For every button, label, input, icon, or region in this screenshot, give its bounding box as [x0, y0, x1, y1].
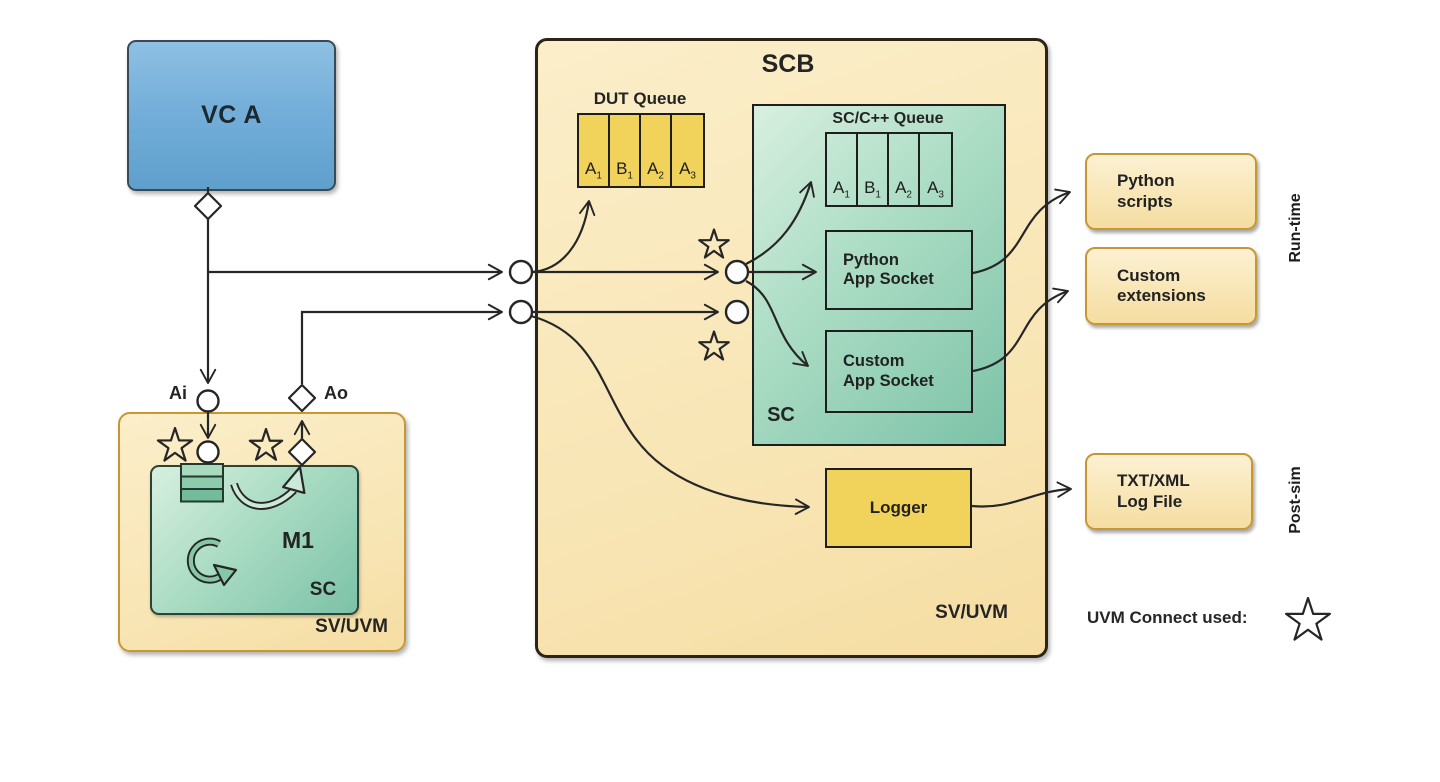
- ai-port-circle: [196, 389, 220, 413]
- uvm-connect-legend-star-icon: [1286, 598, 1330, 640]
- arrow-ao-to-scb: [300, 303, 503, 384]
- sc-queue-cell: A1: [827, 134, 859, 205]
- sc-region-label: SC: [767, 404, 795, 426]
- log-file-box: TXT/XML Log File: [1085, 453, 1253, 530]
- vca-label: VC A: [201, 101, 262, 129]
- m1-sc-label: SC: [309, 579, 337, 600]
- dut-queue-cell: B1: [610, 115, 642, 186]
- python-app-socket-line2: App Socket: [843, 270, 934, 288]
- sc-queue-cell: A2: [889, 134, 921, 205]
- scb-input-port-circle: [508, 259, 534, 285]
- python-scripts-line1: Python: [1117, 171, 1175, 191]
- sc-queue-cell: B1: [858, 134, 890, 205]
- custom-app-socket-line1: Custom: [843, 352, 905, 371]
- logger-box: Logger: [825, 468, 972, 548]
- dut-queue-cell: A1: [579, 115, 611, 186]
- python-scripts-box: Python scripts: [1085, 153, 1257, 230]
- ao-port-label: Ao: [324, 383, 348, 403]
- legend-text: UVM Connect used:: [1087, 608, 1248, 627]
- python-app-socket-line1: Python: [843, 250, 899, 269]
- ai-port-label: Ai: [169, 383, 187, 403]
- sc-queue-cell: A3: [927, 177, 944, 200]
- scb-svuvm-label: SV/UVM: [935, 602, 1008, 623]
- dut-queue-label: DUT Queue: [593, 89, 687, 108]
- svuvm-left-label: SV/UVM: [315, 616, 388, 637]
- sc-queue: A1 B1 A2 A3: [825, 132, 953, 207]
- log-file-line1: TXT/XML: [1117, 471, 1190, 491]
- python-scripts-line2: scripts: [1117, 191, 1173, 211]
- python-app-socket-box: Python App Socket: [825, 230, 973, 310]
- custom-extensions-line2: extensions: [1117, 286, 1206, 305]
- scb-input-port-circle: [508, 299, 534, 325]
- vca-diamond-icon: [193, 191, 223, 221]
- ao-diamond-icon: [287, 383, 317, 413]
- dut-queue-cell: A3: [672, 115, 704, 186]
- custom-app-socket-box: Custom App Socket: [825, 330, 973, 413]
- logger-label: Logger: [869, 498, 928, 517]
- custom-extensions-line1: Custom: [1117, 265, 1181, 285]
- log-file-line2: Log File: [1117, 491, 1183, 511]
- sc-queue-label: SC/C++ Queue: [832, 110, 944, 127]
- scb-title: SCB: [761, 50, 815, 78]
- runtime-label: Run-time: [1287, 193, 1304, 263]
- custom-app-socket-line2: App Socket: [843, 371, 934, 390]
- postsim-label: Post-sim: [1287, 466, 1304, 534]
- dut-queue-cell: A2: [641, 115, 673, 186]
- custom-extensions-box: Custom extensions: [1085, 247, 1257, 325]
- m1-label: M1: [282, 527, 314, 553]
- vca-block: VC A: [127, 40, 336, 191]
- dut-queue: A1 B1 A2 A3: [577, 113, 705, 188]
